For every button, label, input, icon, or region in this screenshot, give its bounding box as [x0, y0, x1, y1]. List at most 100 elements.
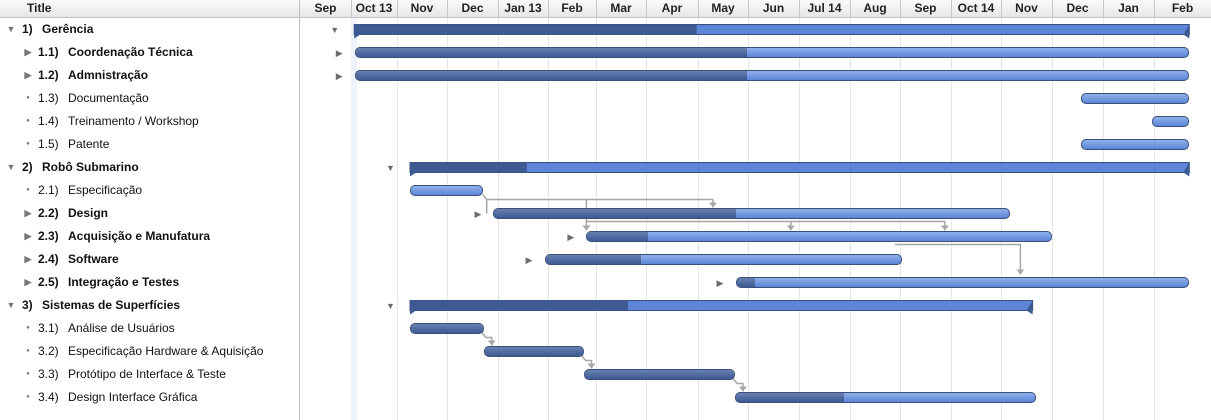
header-separator [951, 0, 952, 18]
month-label: Oct 13 [355, 1, 393, 15]
month-label: May [711, 1, 735, 15]
task-bar[interactable] [410, 322, 484, 334]
bullet-icon: ● [26, 394, 30, 400]
task-bar[interactable] [493, 207, 1011, 219]
month-label: Jul 14 [807, 1, 842, 15]
disclosure-closed-icon[interactable]: ▶ [24, 70, 32, 80]
bullet-icon: ● [26, 325, 30, 331]
task-bar[interactable] [354, 46, 1190, 58]
outline-row[interactable]: ▼1)Gerência [0, 18, 299, 41]
month-gridline [397, 18, 398, 420]
header-separator [1001, 0, 1002, 18]
arrowhead [582, 225, 591, 231]
row-title: Gerência [42, 22, 94, 36]
expand-toggle-icon[interactable]: ▶ [525, 254, 533, 265]
row-title: Integração e Testes [68, 275, 180, 289]
row-number: 1.1) [38, 45, 59, 59]
disclosure-open-icon[interactable]: ▼ [6, 300, 16, 310]
disclosure-closed-icon[interactable]: ▶ [24, 254, 32, 264]
month-gridline [900, 18, 901, 420]
outline-row[interactable]: ▶2.4)Software [0, 248, 299, 271]
task-bar[interactable] [735, 391, 1037, 403]
header-separator [850, 0, 851, 18]
header-separator [596, 0, 597, 18]
task-bar[interactable] [544, 253, 903, 265]
month-label: Mar [610, 1, 632, 15]
outline-row[interactable]: ●2.1)Especificação [0, 179, 299, 202]
header-separator [646, 0, 647, 18]
outline-row[interactable]: ▶2.3)Acquisição e Manufatura [0, 225, 299, 248]
task-bar[interactable] [483, 345, 584, 357]
row-title: Acquisição e Manufatura [68, 229, 211, 243]
expand-toggle-icon[interactable]: ▶ [567, 231, 575, 242]
disclosure-open-icon[interactable]: ▼ [6, 162, 16, 172]
arrowhead [1016, 269, 1025, 275]
task-bar[interactable] [354, 69, 1190, 81]
outline-row[interactable]: ●1.5)Patente [0, 133, 299, 156]
month-label: Oct 14 [957, 1, 995, 15]
month-label: Dec [461, 1, 484, 15]
month-label: Dec [1066, 1, 1089, 15]
summary-bracket [410, 162, 416, 177]
month-gridline [447, 18, 448, 420]
outline-row[interactable]: ▶1.2)Admnistração [0, 64, 299, 87]
summary-toggle-icon[interactable]: ▼ [330, 24, 340, 35]
task-progress [736, 392, 844, 402]
expand-toggle-icon[interactable]: ▶ [335, 47, 343, 58]
outline-row[interactable]: ▼3)Sistemas de Superfícies [0, 294, 299, 317]
expand-toggle-icon[interactable]: ▶ [474, 208, 482, 219]
task-bar[interactable] [583, 368, 735, 380]
header-separator [1103, 0, 1104, 18]
month-label: Jun [762, 1, 785, 15]
outline-row[interactable]: ▶ 2.5) Integração e Testes [0, 271, 299, 294]
task-bar[interactable] [1080, 92, 1190, 104]
month-label: Aug [863, 1, 887, 15]
arrowhead [940, 225, 949, 231]
row-number: 2.1) [38, 183, 59, 197]
month-gridline [799, 18, 800, 420]
outline-row[interactable]: ●3.2)Especificação Hardware & Aquisição [0, 340, 299, 363]
disclosure-closed-icon[interactable]: ▶ [24, 277, 32, 287]
outline-row[interactable]: ●1.3)Documentação [0, 87, 299, 110]
outline-row[interactable]: ▼2)Robô Submarino [0, 156, 299, 179]
arrowhead [587, 363, 596, 369]
task-bar[interactable] [1151, 115, 1190, 127]
disclosure-closed-icon[interactable]: ▶ [24, 47, 32, 57]
task-bar[interactable] [586, 230, 1052, 242]
bullet-icon: ● [26, 141, 30, 147]
header-separator [548, 0, 549, 18]
row-number: 2) [22, 160, 33, 174]
bullet-icon: ● [26, 371, 30, 377]
month-gridline [1103, 18, 1104, 420]
task-bar[interactable] [1080, 138, 1190, 150]
month-label: Nov [410, 1, 434, 15]
row-number: 2.5) [38, 275, 59, 289]
month-gridline [748, 18, 749, 420]
disclosure-open-icon[interactable]: ▼ [6, 24, 16, 34]
row-title: Coordenação Técnica [68, 45, 193, 59]
row-title: Software [68, 252, 119, 266]
outline-row[interactable]: ●3.3)Protótipo de Interface & Teste [0, 363, 299, 386]
outline-row[interactable]: ●3.4)Design Interface Gráfica [0, 386, 299, 409]
expand-toggle-icon[interactable]: ▶ [335, 70, 343, 81]
row-title: Documentação [68, 91, 149, 105]
row-title: Especificação [68, 183, 143, 197]
disclosure-closed-icon[interactable]: ▶ [24, 231, 32, 241]
task-bar[interactable] [410, 184, 483, 196]
outline-column-header[interactable]: Title [0, 0, 299, 18]
summary-toggle-icon[interactable]: ▼ [386, 300, 395, 311]
outline-row[interactable]: ●1.4)Treinamento / Workshop [0, 110, 299, 133]
header-separator [351, 0, 352, 18]
outline-row[interactable]: ●3.1)Análise de Usuários [0, 317, 299, 340]
header-separator [447, 0, 448, 18]
outline-row[interactable]: ▶2.2)Design [0, 202, 299, 225]
header-separator [1154, 0, 1155, 18]
header-separator [698, 0, 699, 18]
expand-toggle-icon[interactable]: ▶ [716, 277, 724, 288]
task-bar[interactable] [735, 276, 1190, 288]
task-progress [545, 254, 642, 264]
outline-row[interactable]: ▶ 1.1) Coordenação Técnica [0, 41, 299, 64]
summary-toggle-icon[interactable]: ▼ [386, 162, 395, 173]
disclosure-closed-icon[interactable]: ▶ [24, 208, 32, 218]
task-progress [584, 369, 734, 379]
